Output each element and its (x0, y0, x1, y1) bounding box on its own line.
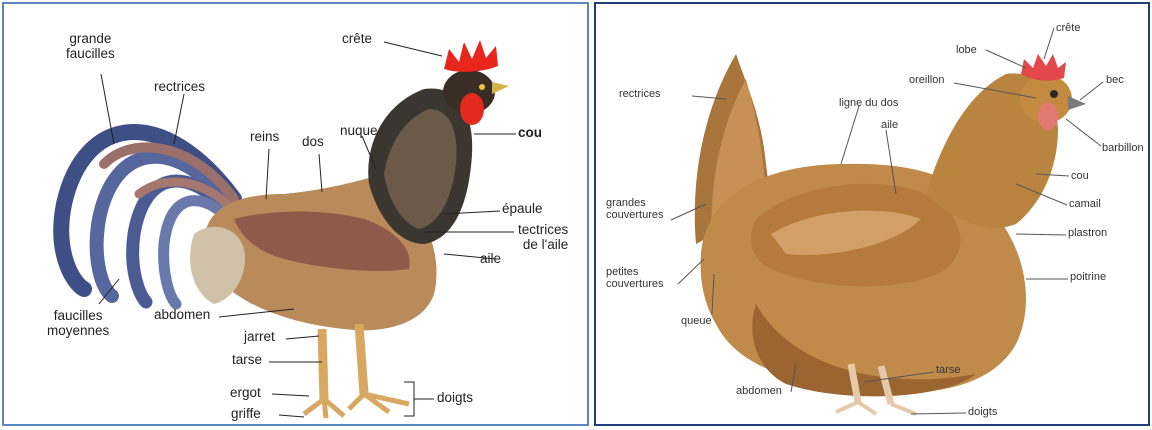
label-reins: reins (250, 130, 279, 145)
label-barbillon: barbillon (1102, 142, 1144, 154)
label-epaule: épaule (502, 202, 543, 217)
label-crete: crête (342, 32, 372, 47)
label-dos: dos (302, 135, 324, 150)
label-doigts: doigts (968, 406, 997, 418)
label-ergot: ergot (230, 386, 261, 401)
label-nuque: nuque (340, 124, 378, 139)
label-aile: aile (480, 252, 501, 267)
label-bec: bec (1106, 74, 1124, 86)
label-ligne-du-dos: ligne du dos (839, 97, 898, 109)
label-tarse: tarse (936, 364, 960, 376)
label-lobe: lobe (956, 44, 977, 56)
label-cou: cou (1071, 170, 1089, 182)
label-cou: cou (518, 126, 542, 141)
label-camail: camail (1069, 198, 1101, 210)
label-tarse: tarse (232, 353, 262, 368)
rooster-illustration (4, 4, 587, 424)
label-griffe: griffe (231, 407, 261, 422)
label-jarret: jarret (244, 330, 275, 345)
label-rectrices: rectrices (619, 88, 661, 100)
label-crete: crête (1056, 22, 1080, 34)
label-doigts: doigts (437, 391, 473, 406)
label-aile: aile (881, 119, 898, 131)
hen-illustration (596, 4, 1148, 424)
label-queue: queue (681, 315, 712, 327)
label-poitrine: poitrine (1070, 271, 1106, 283)
label-abdomen: abdomen (736, 385, 782, 397)
label-abdomen: abdomen (154, 308, 210, 323)
hen-diagram-panel: crête lobe oreillon bec rectrices ligne … (594, 2, 1150, 426)
label-oreillon: oreillon (909, 74, 944, 86)
label-rectrices: rectrices (154, 80, 205, 95)
label-plastron: plastron (1068, 227, 1107, 239)
